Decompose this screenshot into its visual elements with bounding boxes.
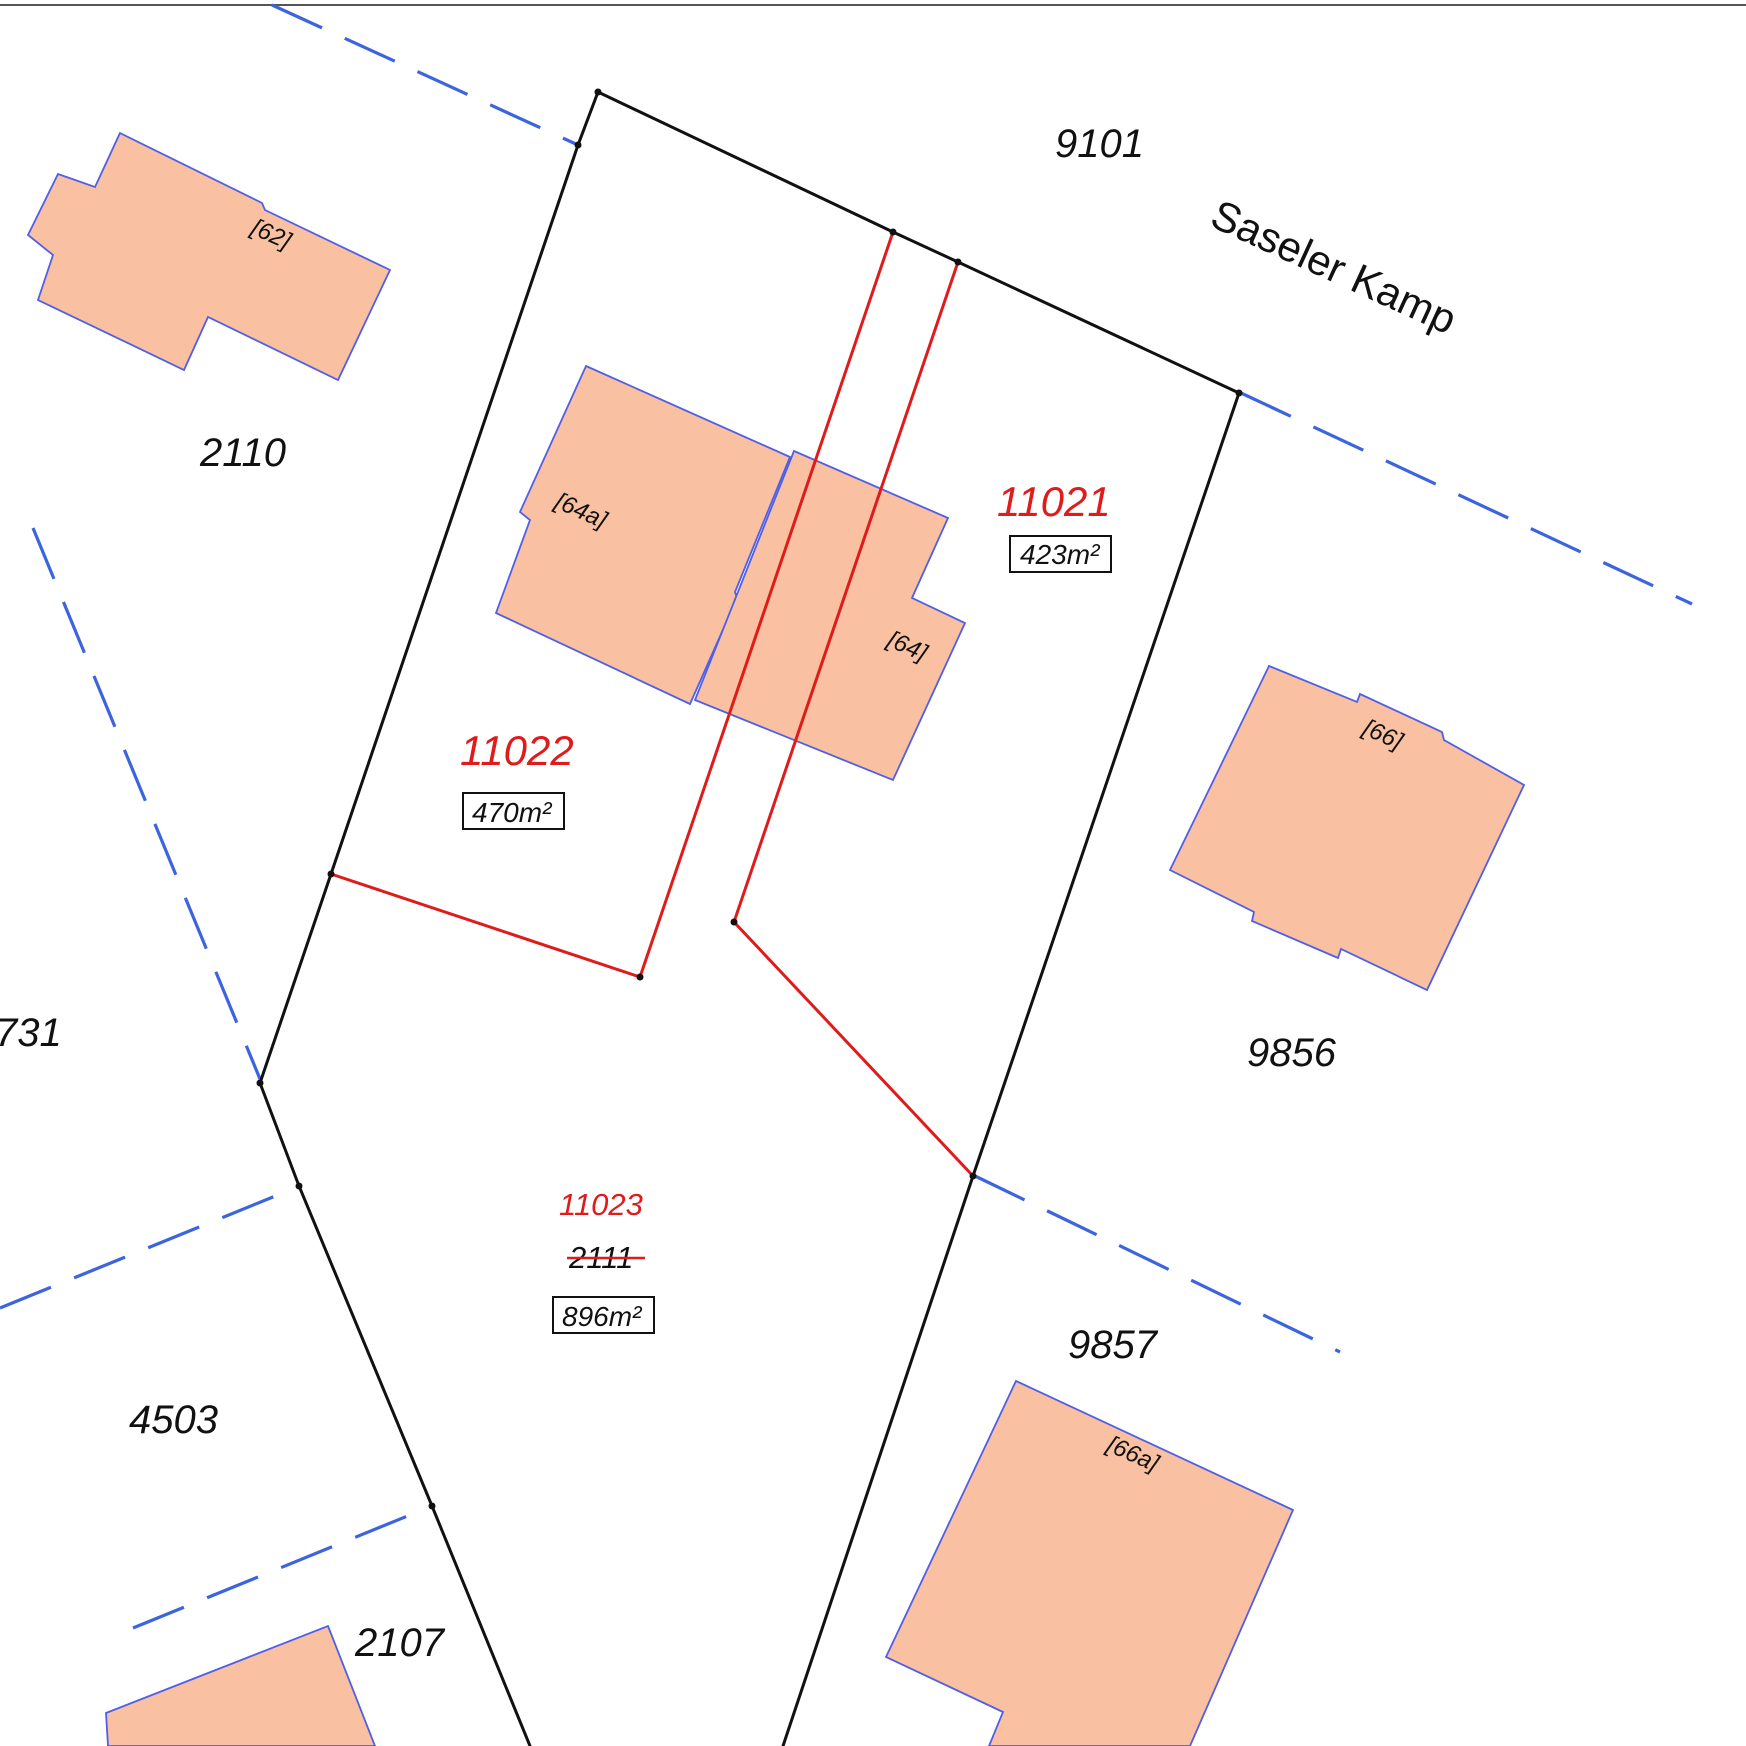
building-62[interactable] bbox=[26, 131, 392, 382]
dashed-boundary-6 bbox=[132, 1504, 433, 1630]
vertex bbox=[1235, 389, 1243, 397]
parcel-number-9857[interactable]: 9857 bbox=[1068, 1323, 1159, 1367]
parcel-number-9856[interactable]: 9856 bbox=[1247, 1031, 1337, 1075]
buildings bbox=[26, 131, 1526, 1746]
area-label: 470m² bbox=[472, 797, 553, 828]
dashed-boundary-4 bbox=[0, 1184, 301, 1310]
building-64[interactable] bbox=[693, 449, 967, 782]
vertex bbox=[256, 1079, 264, 1087]
area-box bbox=[1009, 535, 1112, 573]
street-name: Saseler Kamp bbox=[1204, 190, 1463, 343]
new-parcel-11021[interactable]: 11021 423m² bbox=[997, 478, 1112, 573]
vertex bbox=[574, 141, 582, 149]
parcel-number-9101[interactable]: 9101 bbox=[1055, 122, 1144, 166]
area-label: 896m² bbox=[562, 1301, 643, 1332]
building-2107[interactable] bbox=[105, 1624, 376, 1746]
parcel-number-4503[interactable]: 4503 bbox=[129, 1398, 218, 1442]
new-parcel-11023[interactable]: 11023 2111 896m² bbox=[552, 1187, 655, 1334]
building-66a[interactable] bbox=[884, 1379, 1295, 1746]
new-parcel-11022[interactable]: 11022 470m² bbox=[460, 727, 574, 830]
vertex bbox=[295, 1182, 303, 1190]
vertex bbox=[969, 1172, 977, 1180]
dashed-boundaries bbox=[0, 3, 1693, 1630]
vertices bbox=[256, 88, 1243, 1510]
building-64a[interactable] bbox=[494, 364, 792, 706]
building-66[interactable] bbox=[1168, 664, 1526, 992]
vertex bbox=[594, 88, 602, 96]
vertex-new bbox=[327, 870, 335, 878]
parcel-number-731[interactable]: 731 bbox=[0, 1011, 62, 1055]
vertex-new bbox=[954, 258, 962, 266]
new-parcel-number: 11022 bbox=[460, 727, 574, 774]
dashed-boundary-1 bbox=[271, 3, 579, 147]
area-box bbox=[462, 792, 565, 830]
dashed-boundary-3 bbox=[31, 527, 262, 1080]
new-parcel-number: 11021 bbox=[997, 478, 1111, 525]
area-box bbox=[552, 1296, 655, 1334]
vertex-new bbox=[889, 228, 897, 236]
parcel-numbers: 9101 2110 731 9856 9857 4503 2107 bbox=[0, 122, 1337, 1665]
new-parcel-number: 11023 bbox=[559, 1187, 643, 1222]
parcel-number-2110[interactable]: 2110 bbox=[199, 431, 286, 475]
vertex-new bbox=[636, 973, 644, 981]
dashed-boundary-2 bbox=[1240, 391, 1693, 606]
boundary-street bbox=[596, 90, 1241, 395]
vertex-new bbox=[730, 918, 738, 926]
dashed-boundary-5 bbox=[974, 1174, 1341, 1354]
area-label: 423m² bbox=[1020, 539, 1101, 570]
vertex bbox=[428, 1502, 436, 1510]
parcel-number-2107[interactable]: 2107 bbox=[354, 1621, 446, 1665]
